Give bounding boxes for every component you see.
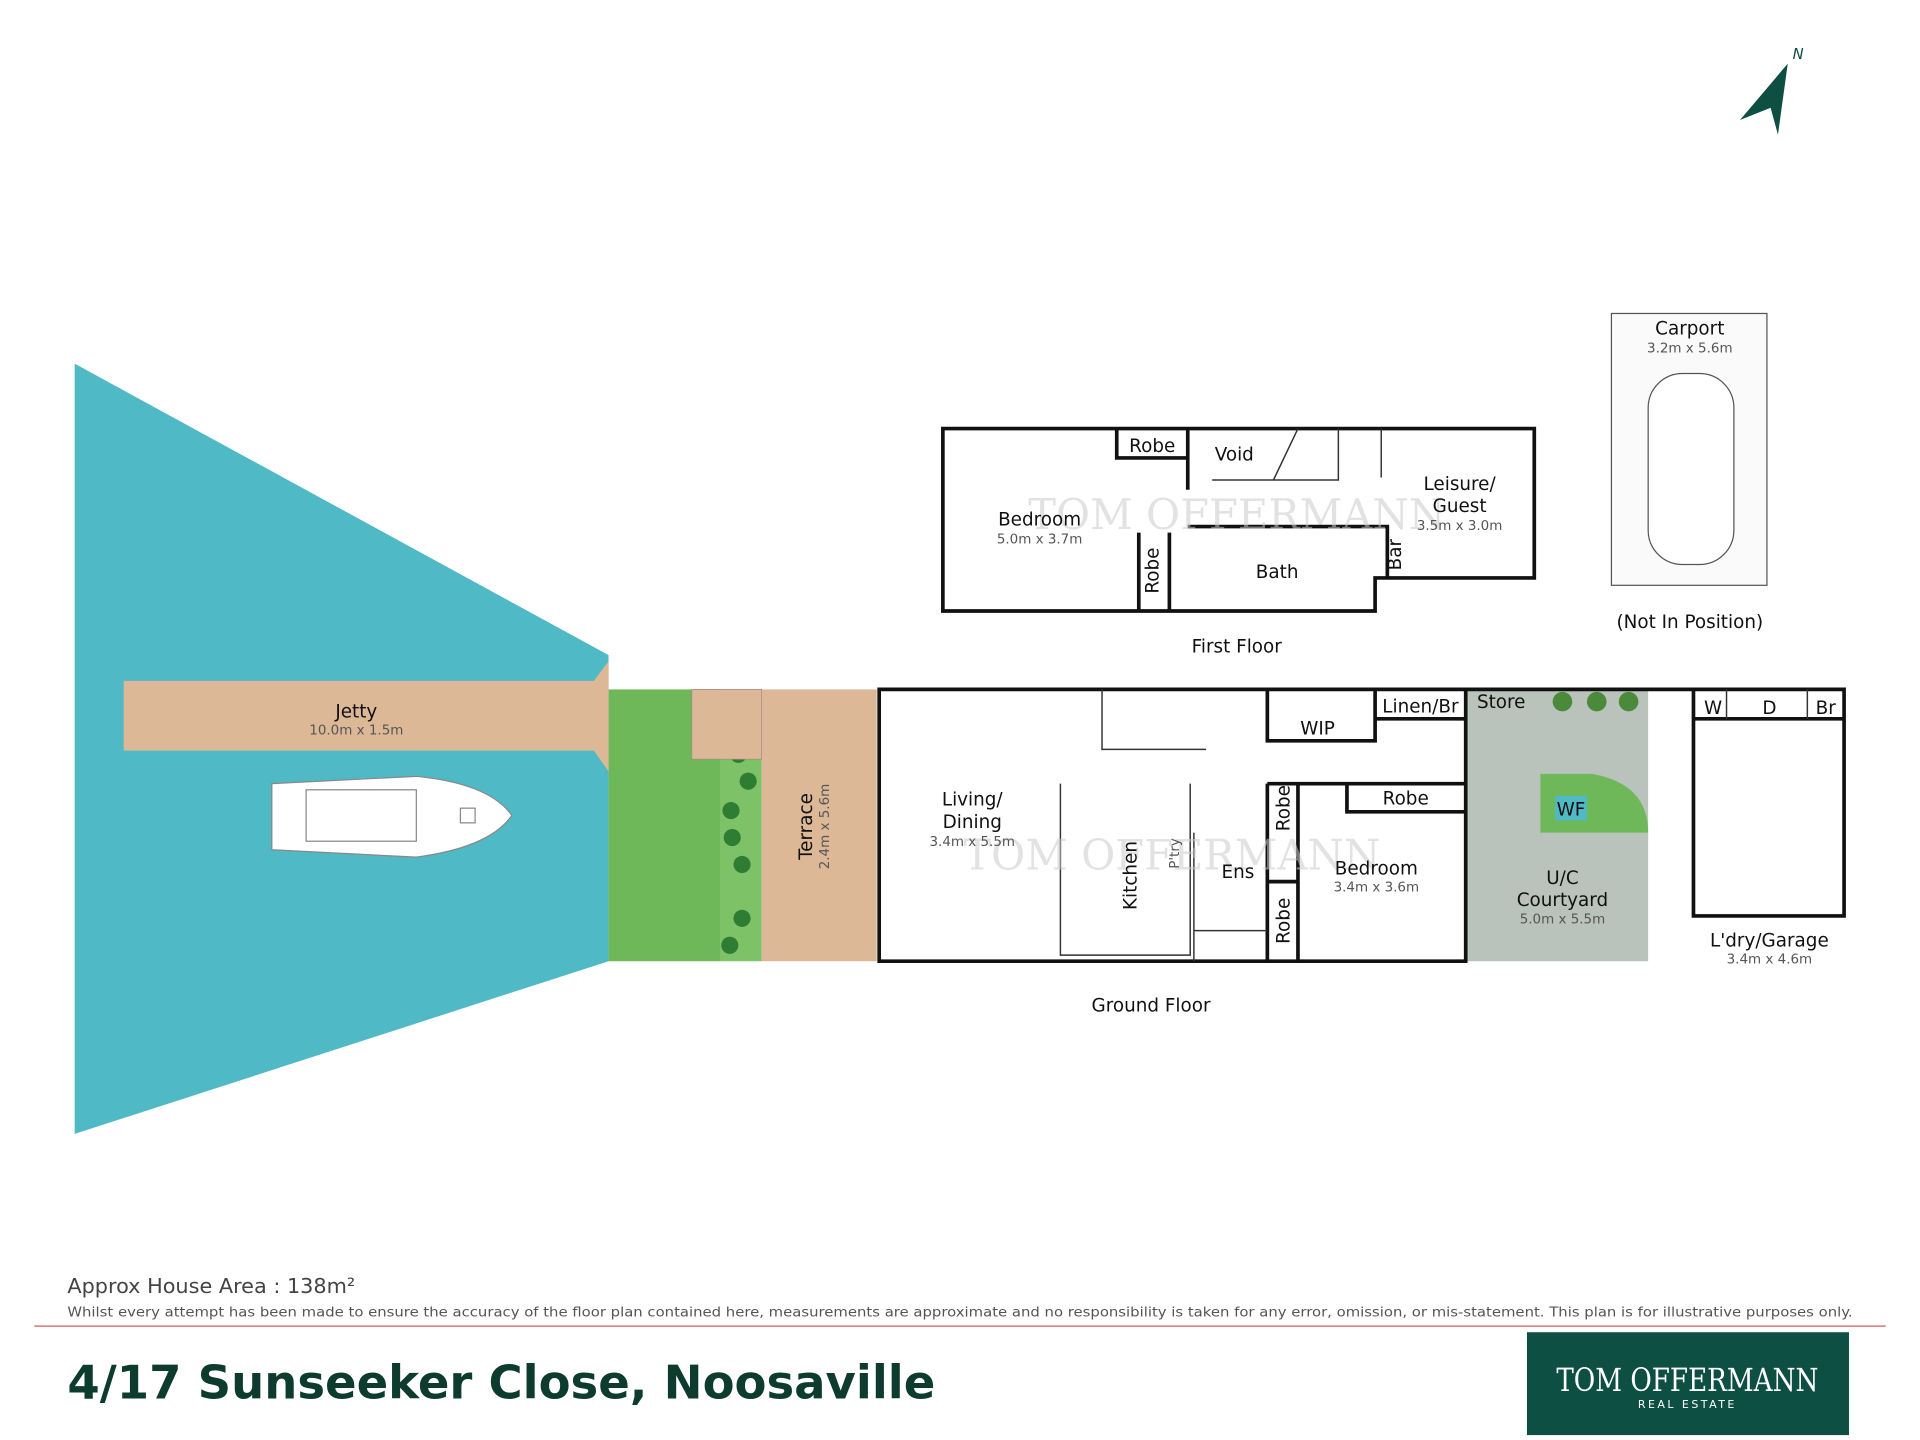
robe-label: Robe [1129,436,1175,457]
living-dims: 3.4m x 5.5m [929,835,1015,850]
linen-label: Linen/Br [1382,697,1459,718]
ensuite-label: Ens [1222,862,1255,883]
void-label: Void [1215,444,1254,465]
first-floor-title: First Floor [1192,637,1283,658]
property-address: 4/17 Sunseeker Close, Noosaville [67,1355,935,1409]
robe-label: Robe [1273,785,1294,831]
broom-label: Br [1816,698,1837,719]
leisure-label: Leisure/ [1424,474,1497,495]
leisure-dims: 3.5m x 3.0m [1417,519,1503,534]
bar-label: Bar [1385,539,1406,571]
garage-dims: 3.4m x 4.6m [1727,953,1813,968]
house-area: Approx House Area : 138m² [67,1274,355,1298]
robe-label: Robe [1383,788,1429,809]
jetty-label: Jetty [334,702,377,723]
robe-label: Robe [1273,898,1294,944]
brand-logo: TOM OFFERMANN REAL ESTATE [1526,1332,1849,1436]
watermark: TOM OFFERMANN [963,830,1380,879]
ground-floor-plan: TOM OFFERMANN Living/ Dining 3.4m x 5.5m… [877,687,1846,1016]
garden-strip [720,740,762,962]
carport-dims: 3.2m x 5.6m [1647,342,1733,357]
bedroom-label: Bedroom [1335,858,1418,879]
bedroom-dims: 3.4m x 3.6m [1334,880,1420,895]
bedroom-label: Bedroom [998,509,1081,530]
store-label: Store [1477,692,1526,713]
washer-label: W [1704,698,1722,719]
carport: Carport 3.2m x 5.6m (Not In Position) [1610,312,1768,633]
kitchen-label: Kitchen [1120,841,1141,910]
wip-label: WIP [1300,719,1335,740]
garage-label: L'dry/Garage [1710,931,1829,952]
disclaimer: Whilst every attempt has been made to en… [67,1305,1852,1320]
compass-label: N [1793,46,1804,63]
first-floor-plan: TOM OFFERMANN Robe Void Bedroom 5.0m x 3… [941,426,1537,658]
terrace-dims: 2.4m x 5.6m [818,784,833,870]
ground-floor-title: Ground Floor [1091,995,1210,1016]
jetty-dims: 10.0m x 1.5m [309,724,403,739]
terrace-deck [761,689,877,962]
water-feature-label: WF [1557,800,1586,821]
dryer-label: D [1762,698,1776,719]
jetty [123,661,609,772]
courtyard-label-2: Courtyard [1517,890,1608,911]
living-label: Living/ [942,790,1004,811]
boat-icon [271,775,513,858]
carport-label: Carport [1655,318,1724,339]
dining-label: Dining [943,812,1002,833]
bath-label: Bath [1256,562,1299,583]
watermark: TOM OFFERMANN [1028,490,1445,539]
logo-text: TOM OFFERMANN [1556,1361,1818,1399]
bedroom-dims: 5.0m x 3.7m [997,533,1083,548]
courtyard-label: U/C [1546,868,1578,889]
carport-note: (Not In Position) [1616,612,1763,633]
terrace-label: Terrace [796,793,817,861]
robe-label: Robe [1142,548,1163,594]
courtyard-dims: 5.0m x 5.5m [1520,912,1606,927]
guest-label: Guest [1433,496,1487,517]
logo-subtext: REAL ESTATE [1638,1398,1737,1411]
pantry-label: P'try [1168,838,1183,869]
north-compass-icon: N [1740,46,1804,135]
